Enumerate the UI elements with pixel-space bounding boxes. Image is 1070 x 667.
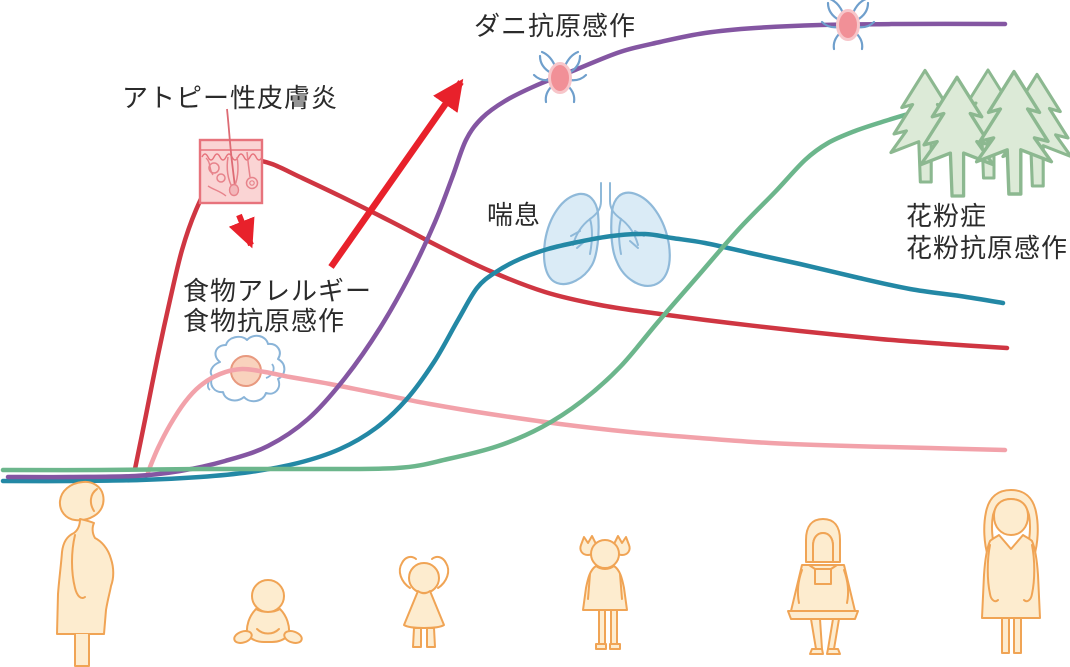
label-mite-sensitization: ダニ抗原感作 bbox=[474, 11, 637, 41]
label-food-allergy-line2: 食物抗原感作 bbox=[183, 305, 346, 336]
mite-icon bbox=[532, 50, 588, 104]
label-asthma: 喘息 bbox=[487, 200, 542, 230]
label-pollinosis-line2: 花粉抗原感作 bbox=[906, 233, 1069, 264]
schoolgirl-figure bbox=[787, 518, 859, 655]
up-arrow-icon bbox=[328, 78, 464, 269]
sitting-baby-figure bbox=[233, 579, 303, 644]
age-figures bbox=[56, 480, 1041, 667]
pregnant-woman-figure bbox=[56, 480, 115, 667]
curve-atopic-dermatitis bbox=[132, 157, 1010, 472]
cedar-trees-icon bbox=[889, 68, 1070, 198]
curve-food-allergy bbox=[145, 366, 1008, 475]
label-food-allergy: 食物アレルギー 食物抗原感作 bbox=[183, 276, 373, 337]
label-food-allergy-line1: 食物アレルギー bbox=[183, 276, 373, 306]
label-pollinosis-line1: 花粉症 bbox=[906, 201, 988, 231]
adult-woman-figure bbox=[981, 489, 1041, 654]
label-atopic-dermatitis: アトピー性皮膚炎 bbox=[122, 83, 339, 113]
curve-asthma bbox=[0, 231, 1006, 484]
young-girl-figure bbox=[579, 535, 631, 650]
curve-mite-sensitization bbox=[5, 21, 1008, 480]
curve-pollen bbox=[0, 101, 945, 473]
curves bbox=[0, 21, 1010, 484]
skin-section-icon bbox=[198, 108, 264, 205]
toddler-figure bbox=[398, 555, 450, 648]
down-arrow-icon bbox=[228, 213, 255, 249]
lungs-icon bbox=[542, 182, 671, 287]
label-pollinosis: 花粉症 花粉抗原感作 bbox=[906, 200, 1068, 264]
